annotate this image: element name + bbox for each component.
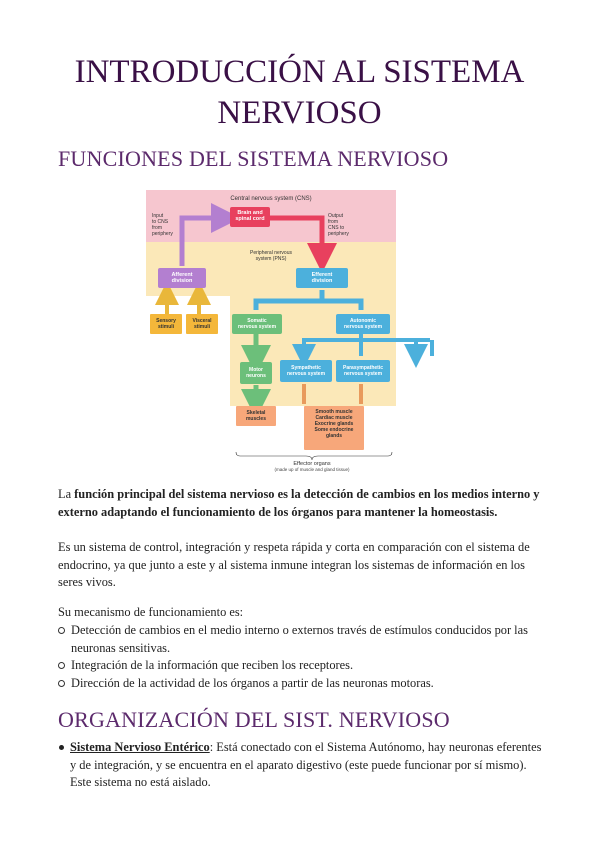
svg-text:Effector organs: Effector organs (293, 461, 330, 467)
efferent-box (296, 268, 348, 288)
organization-list: Sistema Nervioso Entérico: Está conectad… (58, 739, 542, 792)
diagram-right-column (396, 190, 468, 472)
section-heading-funciones: FUNCIONES DEL SISTEMA NERVIOSO (58, 146, 449, 171)
bullet-circle-icon (58, 627, 65, 634)
sensory-box (150, 314, 182, 334)
cns-label: Central nervous system (CNS) (230, 196, 311, 202)
motor-box (240, 362, 272, 384)
smooth-box (304, 406, 364, 450)
skeletal-box (236, 406, 276, 426)
list-item: Integración de la información que recibe… (58, 657, 548, 675)
bullet-circle-icon (58, 662, 65, 669)
paragraph-control-system: Es un sistema de control, integración y … (58, 540, 530, 589)
bullet-circle-icon (58, 679, 65, 687)
sympathetic-box (280, 360, 332, 382)
list-item: Detección de cambios en el medio interno… (58, 622, 548, 657)
afferent-box (158, 268, 206, 288)
paragraph-function: La función principal del sistema nervios… (58, 487, 540, 519)
somatic-box (232, 314, 282, 334)
page-title: INTRODUCCIÓN AL SISTEMA NERVIOSO (74, 54, 525, 131)
section-heading-organizacion: ORGANIZACIÓN DEL SIST. NERVIOSO (58, 707, 450, 732)
visceral-box (186, 314, 218, 334)
bullet-dot-icon (59, 745, 64, 750)
autonomic-box (336, 314, 390, 334)
mechanism-list: Detección de cambios en el medio interno… (58, 622, 548, 692)
list-item: Sistema Nervioso Entérico: Está conectad… (58, 739, 542, 792)
svg-text:(made up of muscle and gland t: (made up of muscle and gland tissue) (274, 467, 350, 472)
paragraph-mechanism-intro: Su mecanismo de funcionamiento es: (58, 605, 244, 619)
parasympathetic-box (336, 360, 390, 382)
brain-spinal-box (230, 207, 270, 227)
list-item: Dirección de la actividad de los órganos… (58, 675, 548, 693)
